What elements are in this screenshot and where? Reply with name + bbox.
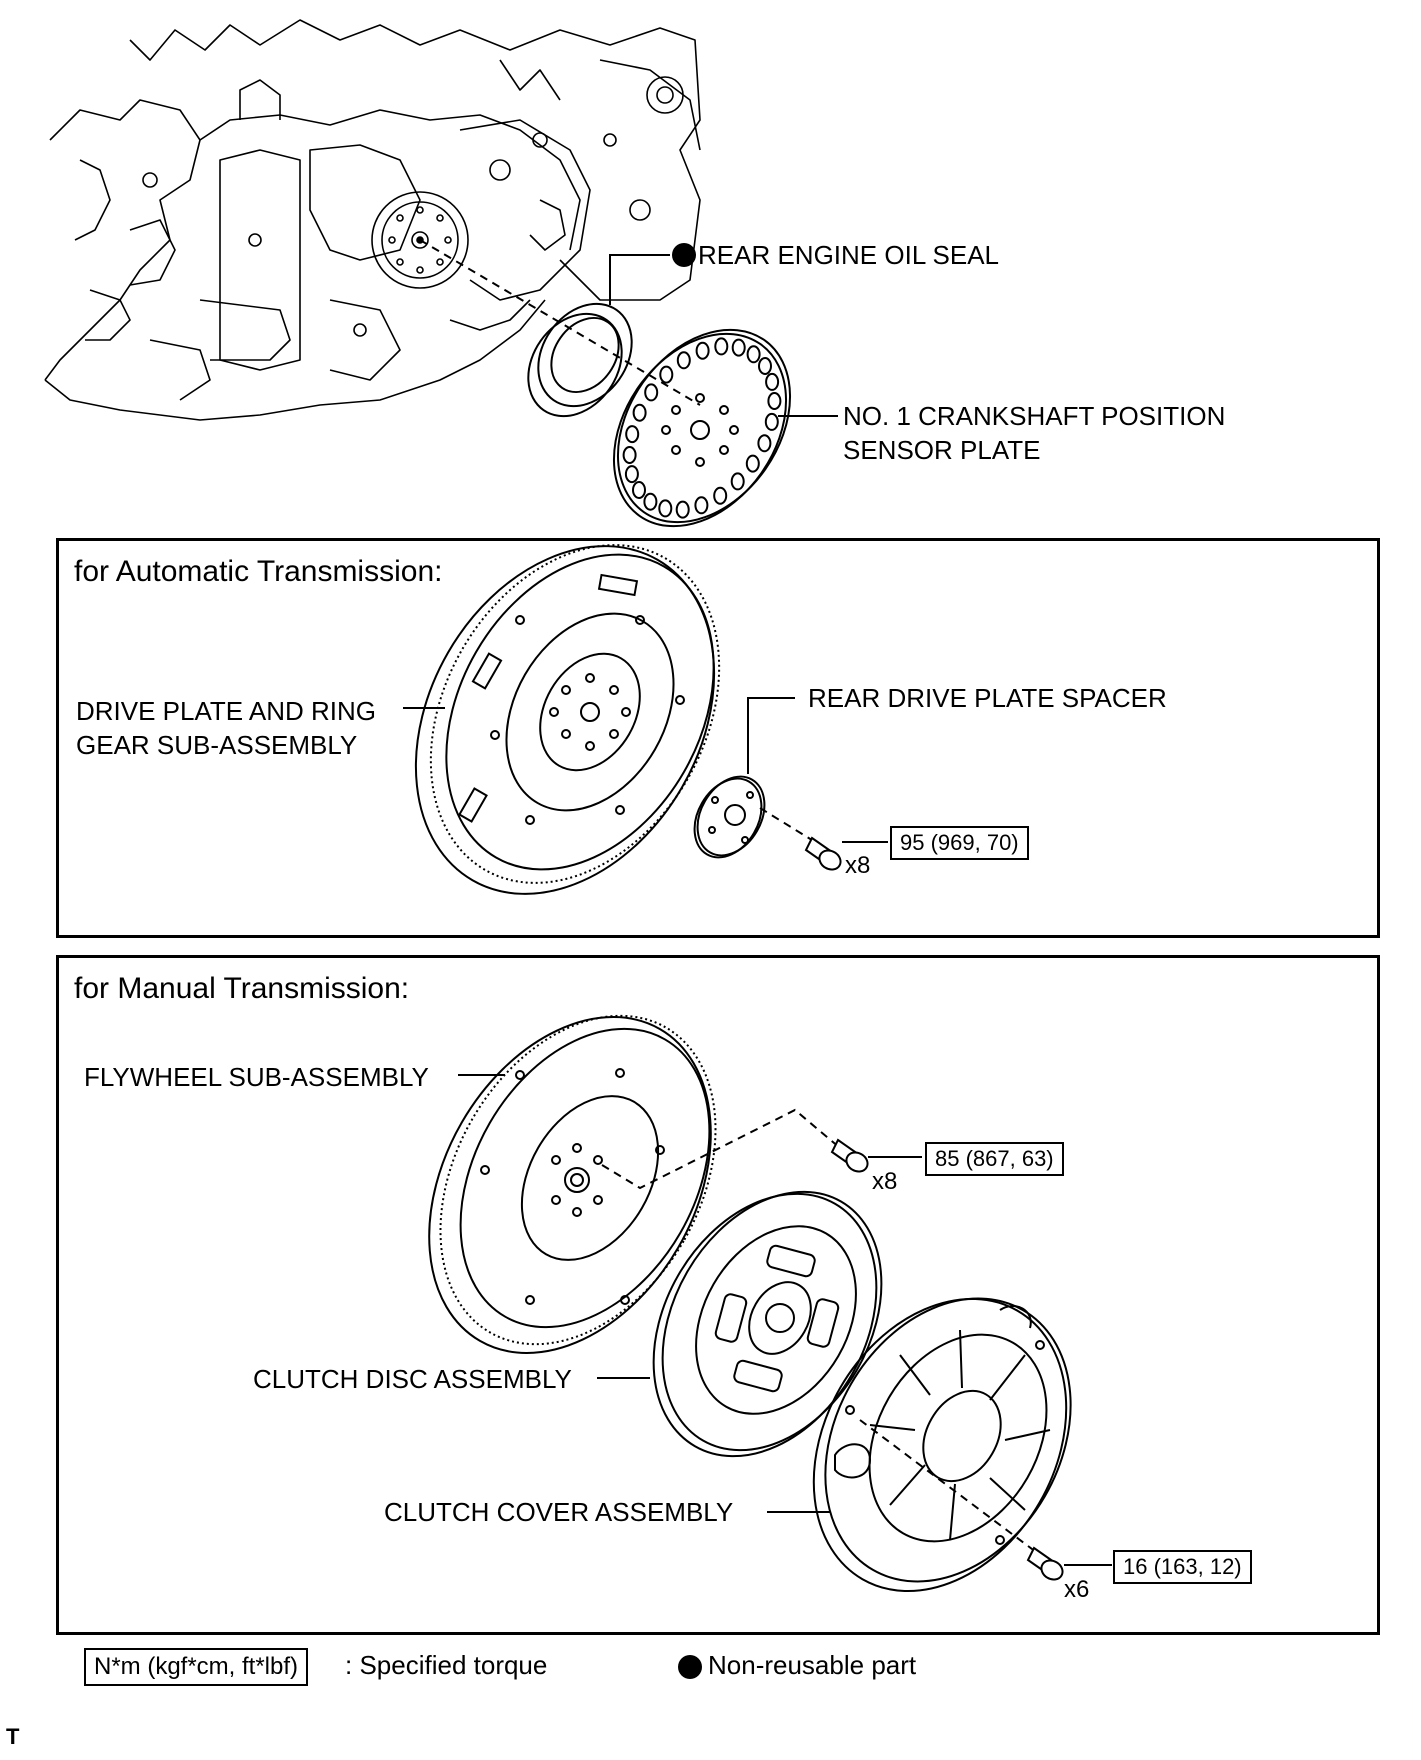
bolt-icon: [830, 1138, 869, 1173]
assembly-axis-line: [419, 239, 701, 406]
sensor-plate-hole: [767, 392, 782, 410]
sensor-plate-hole: [644, 383, 659, 402]
sensor-plate-hole: [765, 372, 780, 391]
panel-title-manual: for Manual Transmission:: [74, 972, 410, 1005]
sensor-plate-hole: [643, 492, 658, 511]
leader-line: [747, 697, 795, 774]
sensor-plate-hole: [675, 500, 690, 519]
sensor-plate-hole: [632, 481, 646, 499]
assembly-axis-line: [859, 1419, 1041, 1556]
sensor-plate-hole: [746, 345, 761, 364]
label-rear-drive-plate-spacer: REAR DRIVE PLATE SPACER: [808, 683, 1167, 713]
qty-flywheel-bolts: x8: [872, 1168, 898, 1195]
label-drive-plate-line1: DRIVE PLATE AND RING: [76, 696, 377, 726]
automatic-transmission-panel: [56, 538, 1380, 938]
sensor-plate-hole: [659, 365, 674, 384]
label-clutch-disc: CLUTCH DISC ASSEMBLY: [253, 1364, 572, 1394]
sensor-plate-hole: [713, 486, 728, 505]
panel-title-automatic: for Automatic Transmission:: [74, 555, 443, 588]
assembly-axis-line: [759, 807, 821, 846]
label-crank-sensor-plate-line1: NO. 1 CRANKSHAFT POSITION: [843, 401, 1226, 431]
label-rear-engine-oil-seal: REAR ENGINE OIL SEAL: [698, 240, 1000, 270]
assembly-axis-line: [601, 1108, 841, 1190]
sensor-plate-hole: [730, 472, 745, 491]
sensor-plate-icon: [612, 328, 792, 528]
label-drive-plate-line2: GEAR SUB-ASSEMBLY: [76, 730, 358, 760]
clutch-disc-icon: [652, 1190, 883, 1458]
qty-clutch-cover-bolts: x6: [1064, 1576, 1090, 1603]
sensor-plate-hole: [632, 403, 647, 422]
flywheel-icon: [428, 1014, 717, 1354]
manual-transmission-panel: [56, 955, 1380, 1635]
label-crank-sensor-plate-line2: SENSOR PLATE: [843, 435, 1041, 465]
legend-torque-box: N*m (kgf*cm, ft*lbf): [84, 1648, 309, 1686]
torque-box-clutch-cover: 16 (163, 12): [1113, 1550, 1252, 1584]
spacer-icon: [693, 775, 766, 859]
sensor-plate-hole: [714, 337, 729, 356]
footer-mark: T: [6, 1724, 20, 1749]
bolt-icon: [1026, 1546, 1064, 1581]
label-flywheel: FLYWHEEL SUB-ASSEMBLY: [84, 1062, 429, 1092]
bolt-icon: [804, 836, 842, 871]
sensor-plate-hole: [745, 454, 760, 473]
qty-drive-plate-bolts: x8: [845, 852, 871, 879]
sensor-plate-hole: [658, 499, 673, 518]
non-reusable-dot-icon: [672, 243, 696, 267]
sensor-plate-hole: [622, 446, 637, 464]
sensor-plate-hole: [757, 434, 772, 453]
sensor-plate-hole: [694, 496, 709, 515]
legend-torque-text: : Specified torque: [345, 1650, 548, 1680]
sensor-plate-hole: [764, 412, 779, 431]
torque-box-flywheel: 85 (867, 63): [925, 1142, 1064, 1176]
sensor-plate-hole: [758, 357, 772, 375]
label-clutch-cover: CLUTCH COVER ASSEMBLY: [384, 1497, 734, 1527]
sensor-plate-hole: [676, 351, 691, 370]
sensor-plate-hole: [625, 425, 640, 444]
sensor-plate-hole: [624, 465, 639, 484]
sensor-plate-hole: [695, 341, 710, 360]
legend-nonreusable-text: Non-reusable part: [708, 1650, 917, 1680]
leader-line: [609, 254, 670, 305]
oil-seal-icon: [527, 302, 633, 418]
non-reusable-dot-icon: [678, 1655, 702, 1679]
engine-block-icon: [44, 19, 701, 421]
sensor-plate-hole: [731, 338, 746, 357]
clutch-cover-icon: [812, 1297, 1072, 1593]
drive-plate-icon: [414, 544, 721, 895]
torque-box-drive-plate: 95 (969, 70): [890, 826, 1029, 860]
